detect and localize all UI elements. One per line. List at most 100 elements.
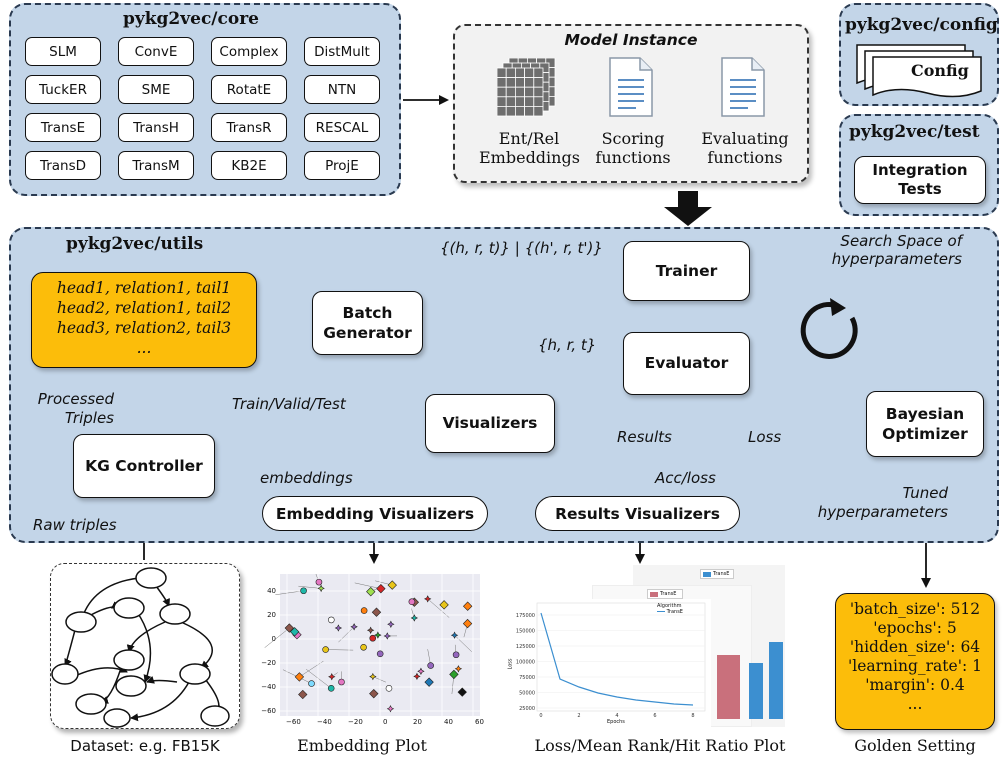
model-sme-box[interactable]: SME	[118, 75, 194, 104]
loss-y-tick: 175000	[516, 613, 535, 619]
embedding-point	[317, 584, 325, 593]
emb-x-ticks: −60 −40 −20 0 20 40 60	[280, 718, 486, 730]
model-transr-box[interactable]: TransR	[211, 113, 287, 142]
trainer-node[interactable]: Trainer	[623, 241, 750, 301]
mi-scoring-label: Scoring functions	[595, 129, 671, 168]
model-instance-panel: Model Instance Ent/Rel Embeddings Scorin…	[453, 24, 809, 183]
bar-pink	[717, 655, 740, 719]
embedding-point	[452, 651, 460, 659]
embedding-point	[327, 685, 335, 692]
embedding-point	[374, 631, 382, 639]
golden-setting-box: 'batch_size': 512 'epochs': 5 'hidden_si…	[835, 593, 995, 730]
embeddings-label: embeddings	[260, 469, 353, 487]
embedding-point	[376, 583, 386, 594]
results-visualizers-node[interactable]: Results Visualizers	[535, 496, 740, 531]
model-distmult-box[interactable]: DistMult	[304, 37, 380, 66]
evaluating-doc-icon	[721, 57, 765, 117]
loss-y-label: Loss	[507, 658, 514, 670]
evaluator-node[interactable]: Evaluator	[623, 332, 750, 395]
embedding-point	[387, 580, 397, 590]
config-card-label: Config	[911, 61, 969, 80]
loss-y-tick: 50000	[519, 691, 535, 697]
embedding-point	[457, 687, 467, 697]
model-rescal-box[interactable]: RESCAL	[304, 113, 380, 142]
embedding-plot-panel: 40 20 0 −20 −40 −60 −60 −40 −20 0 20 40 …	[258, 574, 486, 730]
golden-line-6: ...	[907, 695, 923, 713]
golden-line-2: 'epochs': 5	[873, 619, 957, 637]
config-cards-icon	[856, 44, 982, 98]
embedding-point	[369, 634, 377, 642]
model-conve-box[interactable]: ConvE	[118, 37, 194, 66]
loss-x-label: Epochs	[607, 719, 625, 725]
embedding-point	[454, 665, 463, 673]
loss-x-tick: 6	[653, 713, 656, 719]
model-slm-box[interactable]: SLM	[25, 37, 101, 66]
embedding-point	[366, 586, 376, 597]
embedding-point	[327, 616, 335, 624]
embedding-point	[463, 601, 473, 611]
embedding-point	[328, 673, 336, 681]
model-rotate-box[interactable]: RotatE	[211, 75, 287, 104]
model-instance-title: Model Instance	[564, 31, 698, 49]
embedding-point	[369, 688, 379, 699]
results-back-legend: TransE	[700, 569, 734, 579]
model-transe-box[interactable]: TransE	[25, 113, 101, 142]
loss-x-tick: 4	[615, 713, 618, 719]
tuned-hyperparameters-label: Tuned hyperparameters	[817, 484, 948, 521]
triple-line-2: head2, relation1, tail2	[56, 299, 232, 317]
embedding-visualizers-node[interactable]: Embedding Visualizers	[262, 496, 488, 531]
loss-inner-legend: Algorithm TransE	[657, 603, 697, 619]
model-proje-box[interactable]: ProjE	[304, 151, 380, 180]
golden-caption: Golden Setting	[854, 736, 976, 755]
embedding-point	[289, 627, 300, 637]
emb-x-tick: −20	[348, 718, 363, 726]
config-title: pykg2vec/config	[845, 15, 998, 35]
embedding-point	[386, 705, 395, 713]
embedding-point	[360, 607, 368, 614]
model-complex-box[interactable]: Complex	[211, 37, 287, 66]
embedding-point	[450, 631, 459, 639]
model-transm-box[interactable]: TransM	[118, 151, 194, 180]
model-transh-box[interactable]: TransH	[118, 113, 194, 142]
results-label: Results	[617, 428, 672, 446]
kg-controller-node[interactable]: KG Controller	[73, 434, 215, 498]
golden-line-5: 'margin': 0.4	[865, 676, 965, 694]
train-valid-test-label: Train/Valid/Test	[232, 395, 346, 413]
config-panel: pykg2vec/config Config	[839, 3, 999, 106]
loss-y-tick: 100000	[516, 660, 535, 666]
embedding-point	[350, 623, 358, 631]
emb-y-tick: −60	[261, 707, 276, 715]
emb-x-tick: 40	[444, 718, 453, 726]
embedding-point	[427, 662, 434, 669]
emb-y-ticks: 40 20 0 −20 −40 −60	[258, 574, 278, 716]
loss-x-tick: 0	[539, 713, 542, 719]
embeddings-grid-icon	[497, 58, 556, 117]
acc-loss-label: Acc/loss	[655, 469, 716, 487]
embedding-point	[383, 632, 391, 640]
model-tucker-box[interactable]: TuckER	[25, 75, 101, 104]
embedding-point	[300, 587, 307, 595]
mi-embeddings-label: Ent/Rel Embeddings	[479, 129, 580, 168]
emb-y-tick: 40	[267, 587, 276, 595]
loss-label: Loss	[748, 428, 782, 446]
triple-line-3: head3, relation2, tail3	[56, 319, 232, 337]
triple-line-1: head1, relation1, tail1	[56, 279, 232, 297]
embedding-plot-caption: Embedding Plot	[297, 736, 427, 755]
integration-tests-box[interactable]: Integration Tests	[854, 156, 986, 204]
dataset-graph-panel	[50, 563, 240, 729]
raw-triples-label: Raw triples	[33, 516, 117, 534]
embedding-point	[376, 650, 384, 658]
batch-generator-node[interactable]: Batch Generator	[312, 291, 423, 355]
embedding-point	[439, 600, 449, 610]
loss-y-tick: 125000	[516, 644, 535, 650]
visualizers-node[interactable]: Visualizers	[425, 394, 555, 453]
model-ntn-box[interactable]: NTN	[304, 75, 380, 104]
model-transd-box[interactable]: TransD	[25, 151, 101, 180]
loss-x-tick: 8	[691, 713, 694, 719]
embedding-point	[462, 618, 473, 629]
model-kb2e-box[interactable]: KB2E	[211, 151, 287, 180]
bayesian-optimizer-node[interactable]: Bayesian Optimizer	[866, 391, 984, 457]
emb-x-tick: 20	[413, 718, 422, 726]
